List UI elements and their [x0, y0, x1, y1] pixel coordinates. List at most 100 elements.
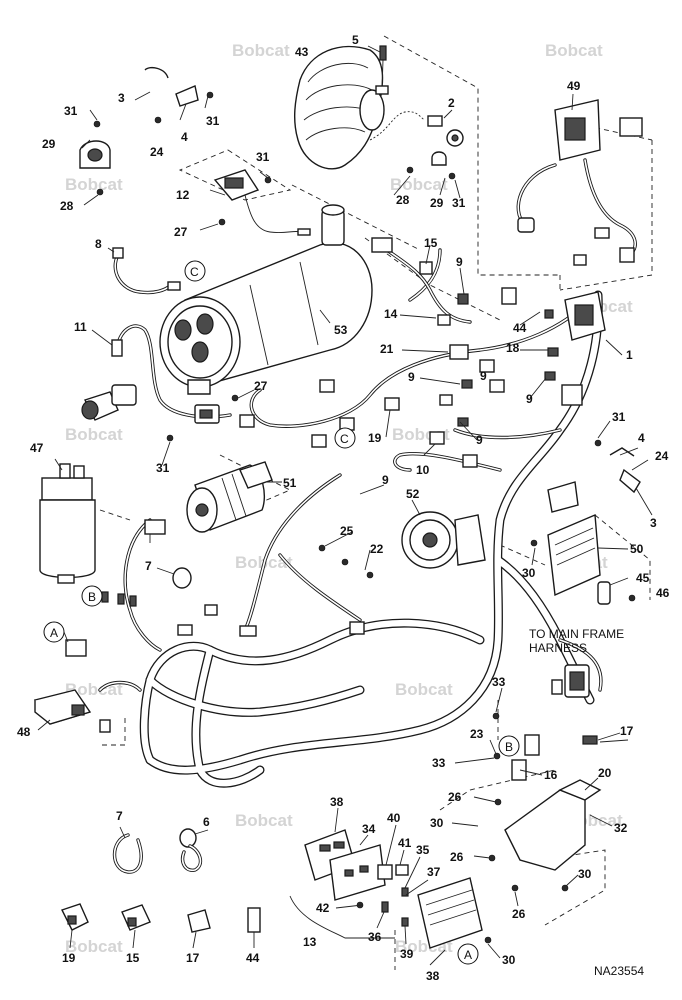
watermark-text: Bobcat — [395, 680, 453, 699]
callout-32: 32 — [614, 821, 628, 835]
callout-31: 31 — [156, 461, 170, 475]
callout-31: 31 — [206, 114, 220, 128]
detail-parts — [61, 828, 261, 933]
ref-c-top: C — [190, 265, 199, 279]
bolts — [93, 91, 636, 944]
watermark-text: Bobcat — [390, 175, 448, 194]
callout-24: 24 — [150, 145, 164, 159]
leader-lines — [37, 45, 653, 966]
callout-23: 23 — [470, 727, 484, 741]
callout-9: 9 — [480, 369, 487, 383]
callout-29: 29 — [42, 137, 56, 151]
callout-16: 16 — [544, 768, 558, 782]
callout-17: 17 — [620, 724, 634, 738]
bracket-27 — [194, 404, 220, 424]
callout-44: 44 — [246, 951, 260, 965]
callout-31: 31 — [452, 196, 466, 210]
ecu-50 — [547, 481, 611, 605]
callout-35: 35 — [416, 843, 430, 857]
callout-28: 28 — [396, 193, 410, 207]
callout-53: 53 — [334, 323, 348, 337]
left-connectors — [65, 519, 365, 657]
callout-33: 33 — [432, 756, 446, 770]
callout-47: 47 — [30, 441, 44, 455]
callout-9: 9 — [526, 392, 533, 406]
callout-26: 26 — [512, 907, 526, 921]
watermark-text: Bobcat — [235, 811, 293, 830]
note-line-1: TO MAIN FRAME — [529, 627, 624, 641]
callout-3: 3 — [118, 91, 125, 105]
callout-30: 30 — [522, 566, 536, 580]
callout-17: 17 — [186, 951, 200, 965]
fuse-module-lower — [417, 877, 483, 949]
dpf-housing — [293, 45, 385, 170]
callout-9: 9 — [456, 255, 463, 269]
watermark-text: Bobcat — [545, 41, 603, 60]
callout-26: 26 — [450, 850, 464, 864]
watermark-text: Bobcat — [232, 41, 290, 60]
callout-11: 11 — [74, 320, 87, 334]
watermark-text: Bobcat — [65, 175, 123, 194]
callout-39: 39 — [400, 947, 414, 961]
callout-21: 21 — [380, 342, 394, 356]
callout-46: 46 — [656, 586, 670, 600]
callout-9: 9 — [382, 473, 389, 487]
callout-29: 29 — [430, 196, 444, 210]
fuel-filter-47 — [39, 463, 96, 584]
callout-37: 37 — [427, 865, 441, 879]
temp-sensor-8 — [112, 247, 181, 295]
callout-19: 19 — [368, 431, 382, 445]
callout-26: 26 — [448, 790, 462, 804]
callout-50: 50 — [630, 542, 644, 556]
callout-10: 10 — [416, 463, 430, 477]
note-line-2: HARNESS — [529, 641, 587, 655]
callout-18: 18 — [506, 341, 520, 355]
ref-b-left: B — [88, 590, 96, 604]
sensor-5 — [375, 45, 389, 95]
callout-8: 8 — [95, 237, 102, 251]
callout-33: 33 — [492, 675, 506, 689]
clamp-parts-top-left — [79, 66, 641, 494]
main-frame-harness-connector — [551, 664, 590, 698]
watermark-text: Bobcat — [65, 425, 123, 444]
doc-canister-53 — [159, 204, 373, 395]
callout-45: 45 — [636, 571, 650, 585]
callout-15: 15 — [424, 236, 438, 250]
ref-c-mid: C — [340, 432, 349, 446]
callout-14: 14 — [384, 307, 398, 321]
callout-24: 24 — [655, 449, 669, 463]
callout-31: 31 — [612, 410, 626, 424]
junction-block-1 — [501, 287, 606, 341]
callout-51: 51 — [283, 476, 297, 490]
callout-6: 6 — [203, 815, 210, 829]
callout-41: 41 — [398, 836, 412, 850]
callout-42: 42 — [316, 901, 330, 915]
callout-2: 2 — [448, 96, 455, 110]
callout-30: 30 — [578, 867, 592, 881]
callout-3: 3 — [650, 516, 657, 530]
callout-9: 9 — [476, 433, 483, 447]
temp-sensor-11 — [81, 324, 232, 421]
starter-motor-51 — [186, 461, 273, 533]
callout-31: 31 — [64, 104, 78, 118]
relays-fuses — [377, 864, 409, 927]
reference-circles: C C B A B A — [43, 260, 520, 965]
callout-48: 48 — [17, 725, 31, 739]
callout-4: 4 — [181, 130, 188, 144]
callout-49: 49 — [567, 79, 581, 93]
callout-19: 19 — [62, 951, 76, 965]
connectors-upper — [239, 237, 583, 468]
alternator-52 — [401, 511, 486, 569]
clamp-7 — [172, 567, 192, 589]
watermark-text: Bobcat — [65, 937, 123, 956]
callout-5: 5 — [352, 33, 359, 47]
callout-40: 40 — [387, 811, 401, 825]
ref-a-bottom: A — [464, 948, 472, 962]
callout-13: 13 — [303, 935, 317, 949]
ref-a-left: A — [50, 626, 58, 640]
callout-1: 1 — [626, 348, 633, 362]
callout-15: 15 — [126, 951, 140, 965]
callout-38: 38 — [426, 969, 440, 983]
pressure-sensor-2 — [369, 111, 464, 166]
main-harness — [98, 243, 603, 788]
